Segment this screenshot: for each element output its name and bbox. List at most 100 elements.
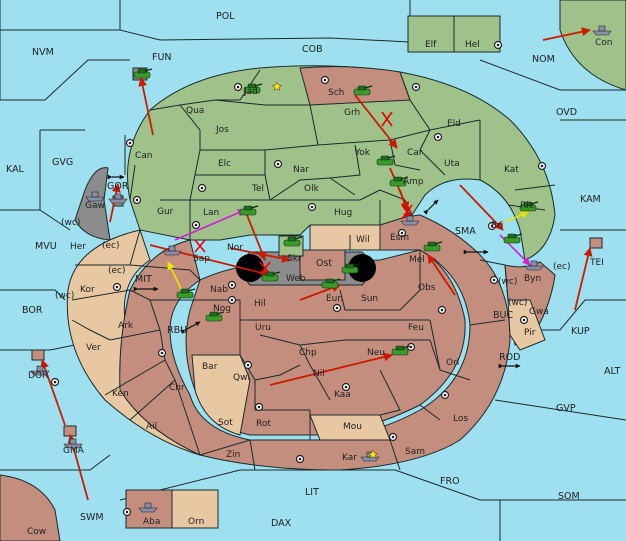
tag-kor-ec: (ec) (108, 266, 126, 276)
passage-arrows (107, 174, 521, 369)
label-orl: Orl (446, 358, 459, 368)
label-zin: Zin (226, 450, 240, 460)
star-markers (271, 81, 379, 459)
label-skr: Skr (287, 254, 302, 264)
label-amp: Amp (403, 177, 424, 187)
label-fun: FUN (152, 52, 172, 63)
label-cob: COB (302, 44, 323, 55)
label-gma: GMA (63, 446, 85, 456)
label-nog: Nog (213, 304, 231, 314)
label-kar: Kar (342, 453, 357, 463)
label-aba: Aba (143, 517, 160, 527)
label-car: Car (407, 148, 423, 158)
label-uru: Uru (255, 323, 271, 333)
tag-her-ec: (ec) (102, 241, 120, 251)
label-sun: Sun (361, 294, 378, 304)
province-cow[interactable] (0, 474, 61, 541)
label-feu: Feu (408, 323, 424, 333)
label-grh: Grh (344, 108, 360, 118)
label-chr: Chr (169, 383, 185, 393)
label-gvp: GVP (556, 403, 576, 414)
tag-kor-wc: (wc) (55, 291, 74, 301)
tag-byn-ec: (ec) (553, 262, 571, 272)
label-los: Los (453, 414, 468, 424)
region-ost-center (299, 249, 346, 281)
label-tei: TEI (589, 258, 604, 268)
label-yok: Yok (354, 148, 371, 158)
region-tan-east (507, 299, 546, 351)
land-regions (66, 65, 556, 471)
label-mit: MIT (135, 274, 152, 285)
label-kup: KUP (571, 326, 590, 337)
label-nvm: NVM (32, 47, 54, 58)
label-qwi: Qwi (233, 373, 250, 383)
label-sap: Sap (193, 254, 210, 264)
sea-labels: POL NVM FUN COB NOM OVD KAL GVG KAM MVU … (6, 11, 620, 529)
label-uta: Uta (444, 159, 460, 169)
province-dor[interactable] (31, 349, 45, 361)
label-nor: Nor (227, 243, 243, 253)
label-obs: Obs (418, 283, 436, 293)
region-tan-inner (191, 354, 251, 436)
province-elf[interactable] (407, 15, 455, 53)
label-ver: Ver (86, 343, 101, 353)
label-eun: Eun (326, 294, 343, 304)
label-rot: Rot (256, 419, 271, 429)
label-web: Web (286, 274, 306, 284)
label-pir: Pir (524, 328, 536, 338)
label-wil: Wil (356, 235, 370, 245)
label-lit: LIT (305, 487, 319, 498)
label-nom: NOM (532, 54, 555, 65)
province-orn[interactable] (171, 489, 219, 529)
province-border-lines (71, 69, 556, 471)
label-hug: Hug (334, 208, 352, 218)
label-cow: Cow (27, 527, 46, 537)
label-nab: Nab (210, 285, 228, 295)
label-alt: ALT (604, 366, 620, 377)
label-gor: GOR (107, 181, 129, 192)
label-ail: Ail (146, 422, 157, 432)
label-con: Con (595, 38, 613, 48)
label-tel: Tel (251, 184, 264, 194)
label-kor: Kor (80, 285, 95, 295)
label-bri: Bri (491, 221, 503, 231)
label-rie: Rie (520, 201, 535, 211)
label-kaa: Kaa (334, 390, 351, 400)
label-nar: Nar (293, 165, 309, 175)
province-gma[interactable] (63, 425, 77, 437)
label-som: SOM (558, 491, 580, 502)
label-qua: Qua (186, 106, 204, 116)
province-tei[interactable] (589, 237, 603, 249)
label-byn: Byn (524, 274, 541, 284)
label-bar: Bar (202, 362, 218, 372)
label-dor: DOR (28, 371, 48, 381)
label-rbu: RBU (167, 325, 187, 336)
label-nil: Nil (313, 369, 325, 379)
label-gaw: Gaw (85, 201, 105, 211)
supply-centers (50, 40, 547, 517)
label-gvg: GVG (52, 157, 73, 168)
label-ark: Ark (118, 321, 134, 331)
label-can: Can (135, 151, 153, 161)
region-gaw (74, 167, 111, 241)
label-hel: Hel (465, 40, 480, 50)
label-dax: DAX (271, 518, 292, 529)
label-sot: Sot (218, 418, 233, 428)
label-orn: Orn (188, 517, 204, 527)
label-olk: Olk (304, 184, 320, 194)
label-pol: POL (216, 11, 235, 22)
label-ovd: OVD (556, 107, 577, 118)
label-rod: ROD (499, 352, 520, 363)
tag-byn-wc: (wc) (498, 277, 517, 287)
province-hel[interactable] (453, 15, 501, 53)
label-chp: Chp (299, 348, 317, 358)
label-neu: Neu (367, 348, 385, 358)
tag-gwa-wc: (wc) (508, 298, 527, 308)
label-gwa: Gwa (529, 307, 549, 317)
label-her: Her (70, 242, 86, 252)
label-hil: Hil (254, 299, 266, 309)
region-brown-sch (299, 66, 411, 106)
label-bor: BOR (22, 305, 43, 316)
province-labels: Elf Hel Con Jad Sch Qua Jos Grh Eld Can … (27, 38, 613, 537)
